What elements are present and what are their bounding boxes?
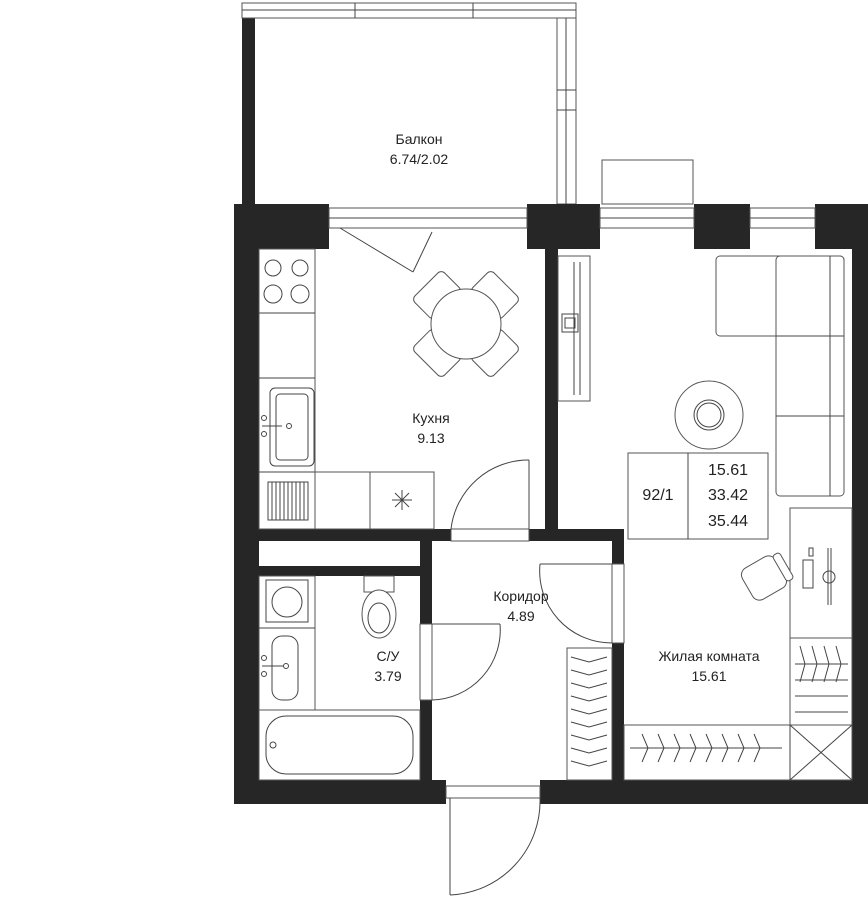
bottom-wardrobe — [623, 724, 853, 781]
balcony-area: 6.74/2.02 — [390, 151, 449, 167]
doors — [419, 459, 625, 896]
bathroom-fixtures — [258, 575, 421, 781]
corridor-area: 4.89 — [507, 608, 534, 624]
stove-icon — [263, 259, 310, 304]
hangers-icon — [570, 656, 608, 767]
kitchen-counter — [258, 248, 316, 530]
apartment-number: 92/1 — [642, 487, 673, 504]
kitchen-area: 9.13 — [417, 430, 444, 446]
hangers-icon — [795, 645, 848, 713]
fridge-icon — [392, 490, 412, 510]
dining-table-icon — [413, 271, 519, 377]
kitchen-furniture — [258, 248, 519, 530]
kitchen-name: Кухня — [412, 410, 449, 426]
living-area: 15.61 — [691, 668, 726, 684]
bathtub-icon — [258, 709, 421, 781]
outer-walls — [234, 204, 868, 804]
desk-icon — [789, 507, 853, 639]
window-bay — [601, 159, 694, 205]
living-name: Жилая комната — [658, 648, 759, 664]
total-area-value: 33.42 — [708, 487, 748, 504]
tv-icon — [557, 255, 591, 402]
corridor-furniture — [566, 647, 613, 781]
toilet-icon — [361, 575, 397, 639]
dishwasher-icon — [267, 481, 309, 521]
sofa-icon — [715, 255, 845, 497]
washing-machine-icon — [265, 579, 309, 623]
bathroom-sink-icon — [261, 635, 299, 701]
living-furniture — [557, 255, 853, 781]
total-with-balcony-value: 35.44 — [708, 513, 748, 530]
coffee-table-icon — [674, 380, 744, 450]
windows — [328, 207, 816, 273]
kitchen-sink-icon — [261, 387, 315, 467]
balcony-name: Балкон — [396, 131, 443, 147]
office-chair-icon — [740, 552, 794, 601]
bathroom-name: С/У — [377, 648, 400, 664]
info-box: 92/1 15.61 33.42 35.44 — [627, 452, 769, 540]
living-area-value: 15.61 — [708, 462, 748, 479]
corridor-name: Коридор — [493, 588, 549, 604]
balcony-wall — [242, 18, 255, 204]
bathroom-area: 3.79 — [374, 668, 401, 684]
balcony — [241, 2, 577, 205]
hangers-icon — [641, 733, 761, 763]
inner-walls — [259, 249, 624, 780]
room-labels: Балкон 6.74/2.02 Кухня 9.13 Коридор 4.89… — [374, 131, 759, 684]
